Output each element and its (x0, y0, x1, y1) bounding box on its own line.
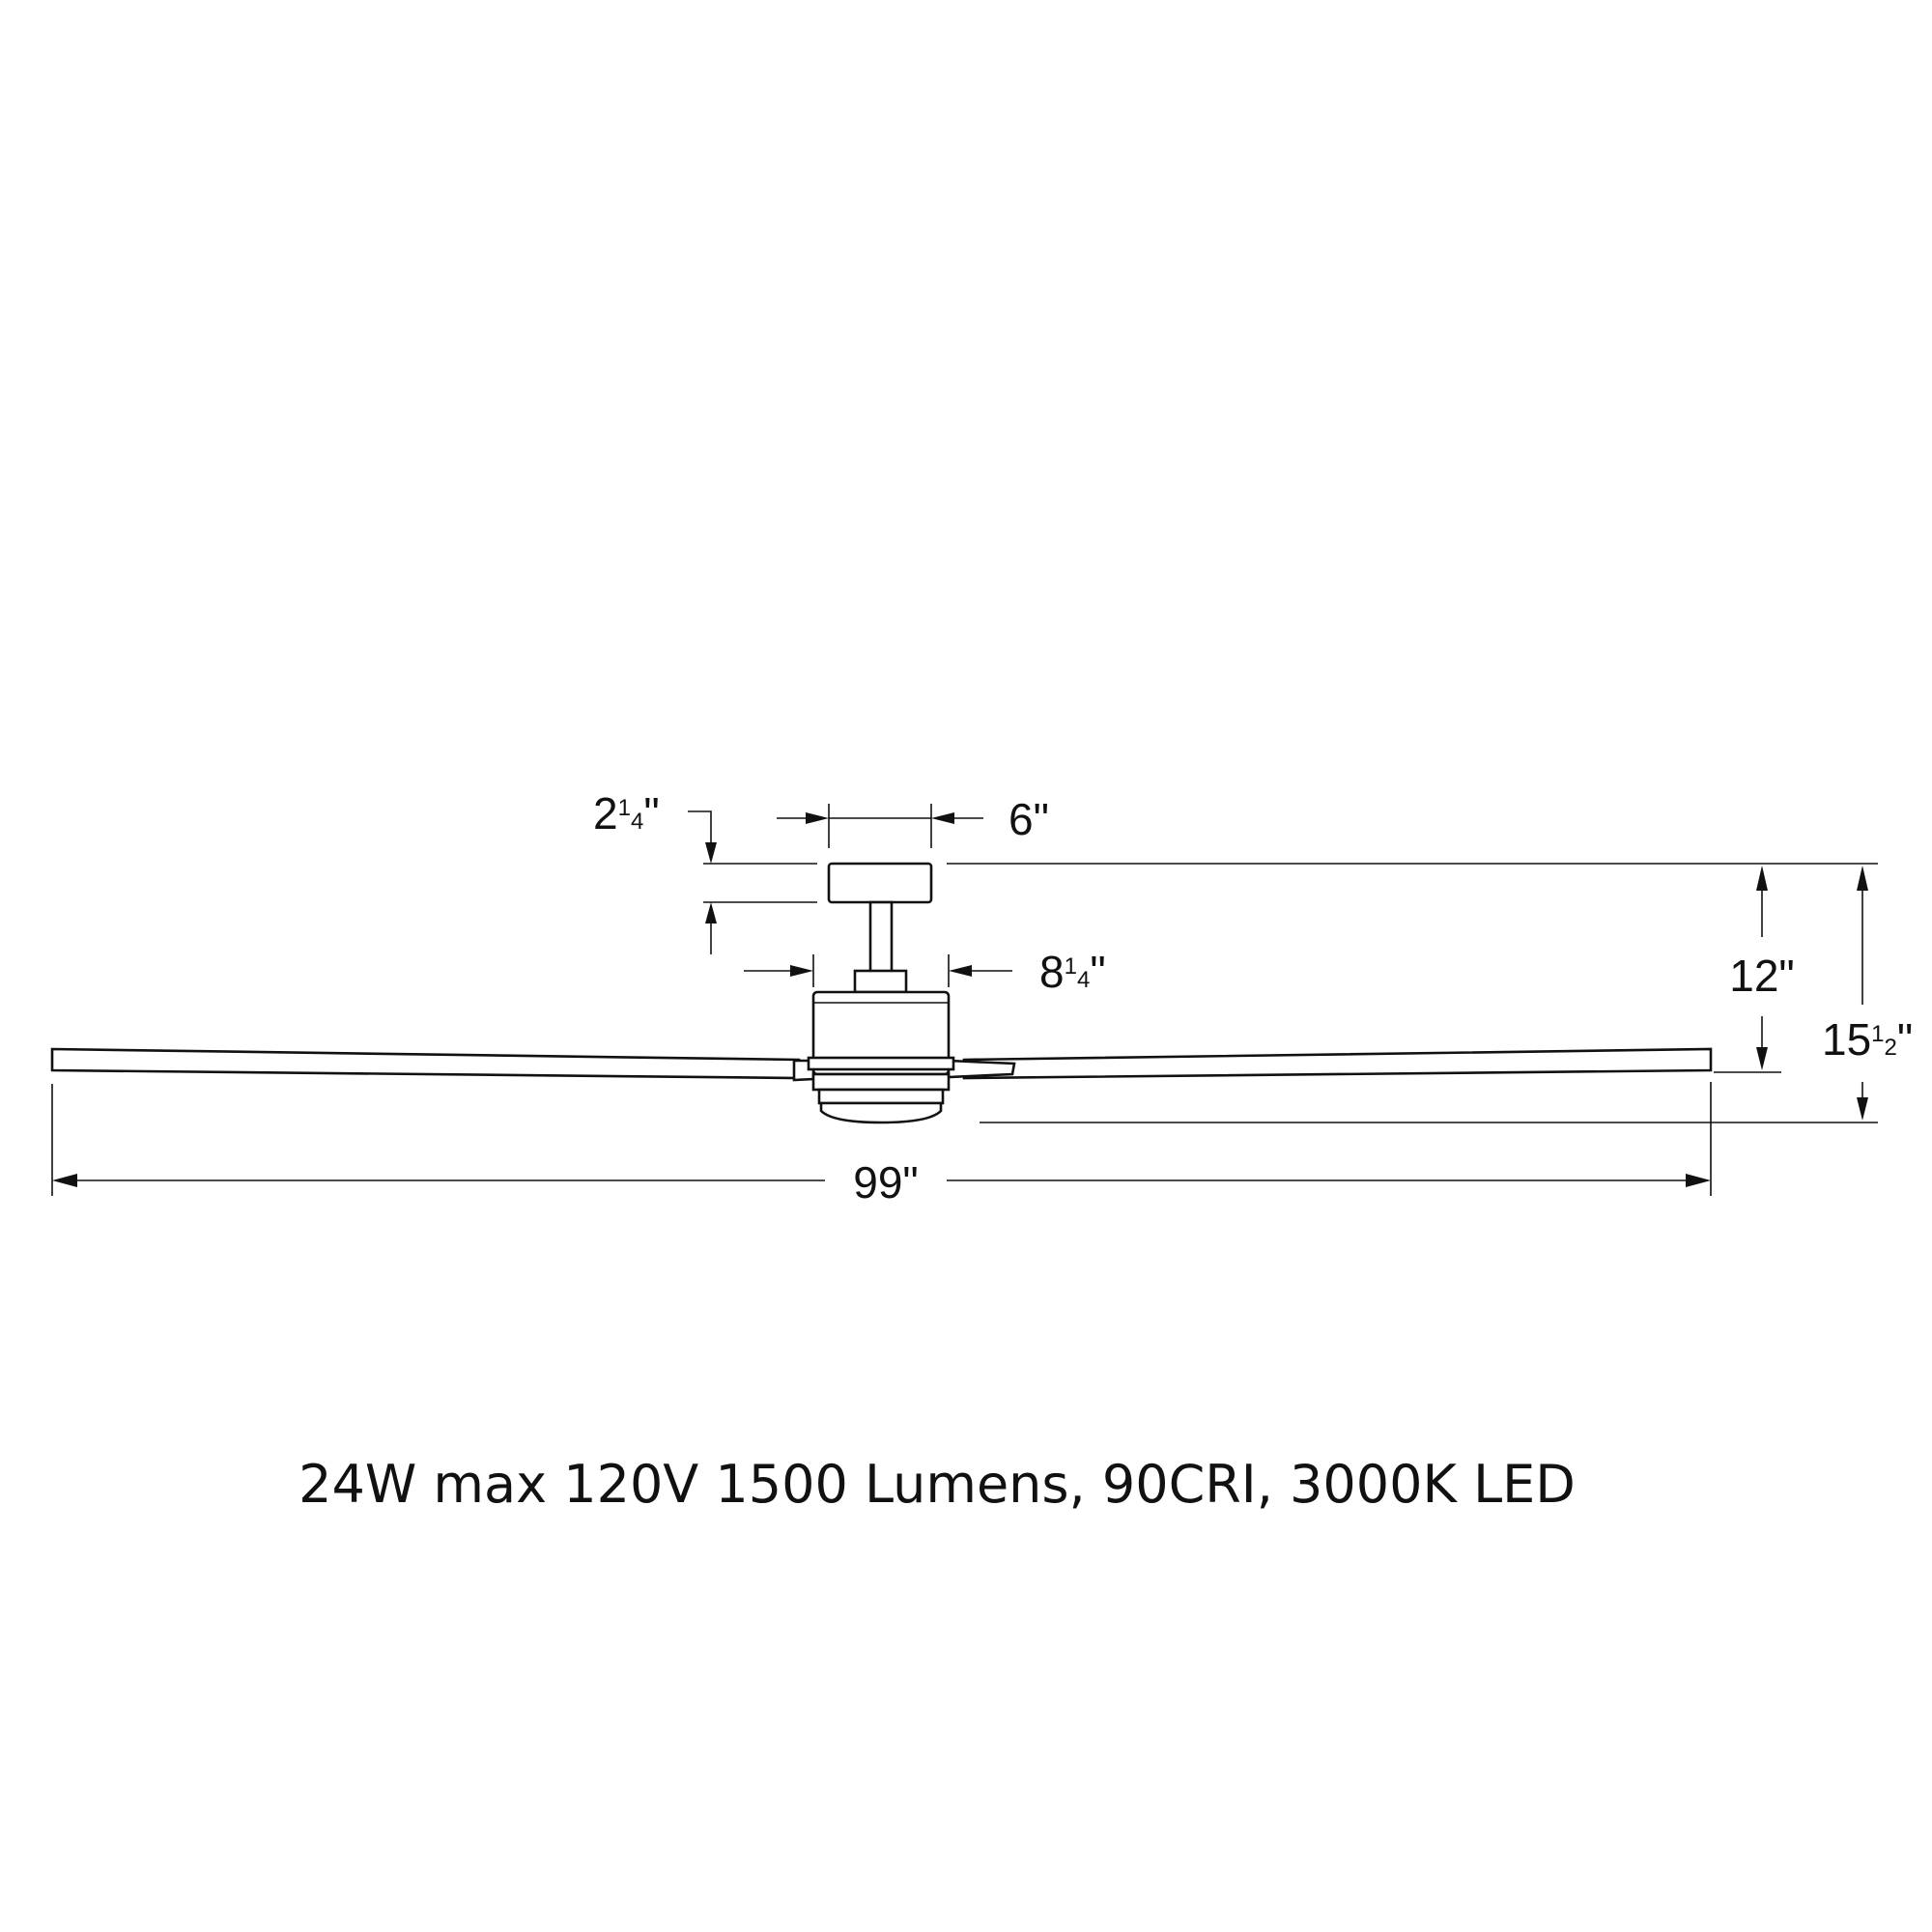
motor-band-upper (807, 1056, 955, 1071)
overall-height-label: 1512" (1822, 1014, 1913, 1065)
height-dimensions: 12" 1512" (947, 863, 1913, 1123)
spec-text: 24W max 120V 1500 Lumens, 90CRI, 3000K L… (298, 1454, 1576, 1515)
right-blade (962, 1047, 1713, 1080)
canopy (827, 862, 933, 904)
canopy-height-label: 214" (593, 788, 660, 838)
canopy-height-dimension: 214" (593, 788, 817, 954)
motor-width-label: 814" (1039, 947, 1106, 997)
light-lens (819, 1101, 943, 1124)
motor-band-lower (811, 1072, 951, 1092)
rod-coupler (853, 969, 908, 994)
height-to-blade-label: 12" (1729, 951, 1795, 1001)
canopy-width-dimension: 6" (777, 794, 1049, 848)
left-blade (50, 1047, 801, 1080)
blade-span-label: 99" (853, 1157, 919, 1208)
blade-span-dimension: 99" (51, 1082, 1712, 1208)
right-blade-iron (947, 1059, 1016, 1079)
canopy-width-label: 6" (1009, 794, 1049, 844)
motor-width-dimension: 814" (744, 947, 1106, 997)
downrod (868, 900, 894, 976)
fan-illustration (50, 862, 1713, 1124)
light-kit-trim (817, 1088, 945, 1105)
